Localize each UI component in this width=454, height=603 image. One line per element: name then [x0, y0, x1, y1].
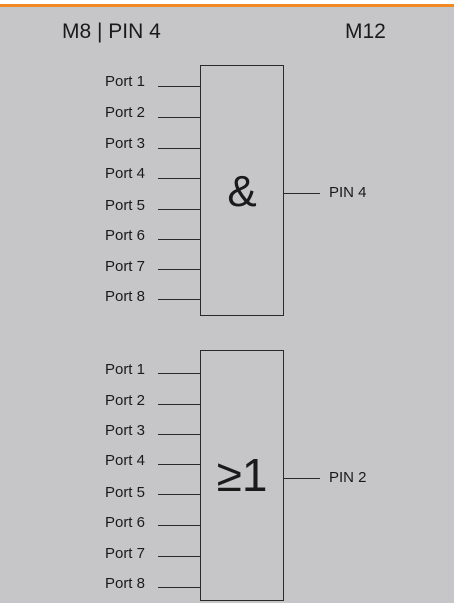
and-input-label-5: Port 5 — [104, 197, 145, 214]
and-input-line-1 — [158, 86, 200, 87]
or-input-label-4: Port 4 — [104, 452, 145, 469]
and-input-label-1: Port 1 — [104, 73, 145, 90]
and-input-label-2: Port 2 — [104, 104, 145, 121]
and-input-label-4: Port 4 — [104, 165, 145, 182]
and-input-label-6: Port 6 — [104, 227, 145, 244]
and-input-line-4 — [158, 178, 200, 179]
or-input-label-8: Port 8 — [104, 575, 145, 592]
or-gate-box — [200, 350, 284, 601]
and-output-label: PIN 4 — [329, 184, 367, 201]
and-input-line-8 — [158, 299, 200, 300]
or-input-line-5 — [158, 494, 200, 495]
or-input-line-6 — [158, 525, 200, 526]
or-gate-symbol: ≥1 — [216, 449, 268, 501]
header-left-label: M8 | PIN 4 — [62, 20, 161, 43]
and-output-line — [284, 193, 320, 194]
or-input-line-2 — [158, 404, 200, 405]
and-gate-box — [200, 65, 284, 316]
top-strip — [0, 0, 454, 6]
or-input-line-1 — [158, 373, 200, 374]
header-right-label: M12 — [345, 20, 386, 43]
or-input-label-2: Port 2 — [104, 392, 145, 409]
or-input-label-5: Port 5 — [104, 484, 145, 501]
or-input-line-7 — [158, 556, 200, 557]
or-input-label-3: Port 3 — [104, 422, 145, 439]
and-input-line-5 — [158, 209, 200, 210]
and-input-label-3: Port 3 — [104, 135, 145, 152]
and-input-line-3 — [158, 148, 200, 149]
or-input-line-4 — [158, 464, 200, 465]
and-input-line-6 — [158, 239, 200, 240]
and-gate-symbol: & — [227, 167, 257, 216]
and-input-label-7: Port 7 — [104, 258, 145, 275]
or-output-label: PIN 2 — [329, 469, 367, 486]
or-input-label-7: Port 7 — [104, 545, 145, 562]
or-input-line-3 — [158, 434, 200, 435]
and-input-line-7 — [158, 269, 200, 270]
and-input-label-8: Port 8 — [104, 288, 145, 305]
and-input-line-2 — [158, 117, 200, 118]
or-input-label-1: Port 1 — [104, 361, 145, 378]
accent-bar — [0, 4, 454, 7]
or-input-label-6: Port 6 — [104, 514, 145, 531]
or-input-line-8 — [158, 587, 200, 588]
or-output-line — [284, 478, 320, 479]
